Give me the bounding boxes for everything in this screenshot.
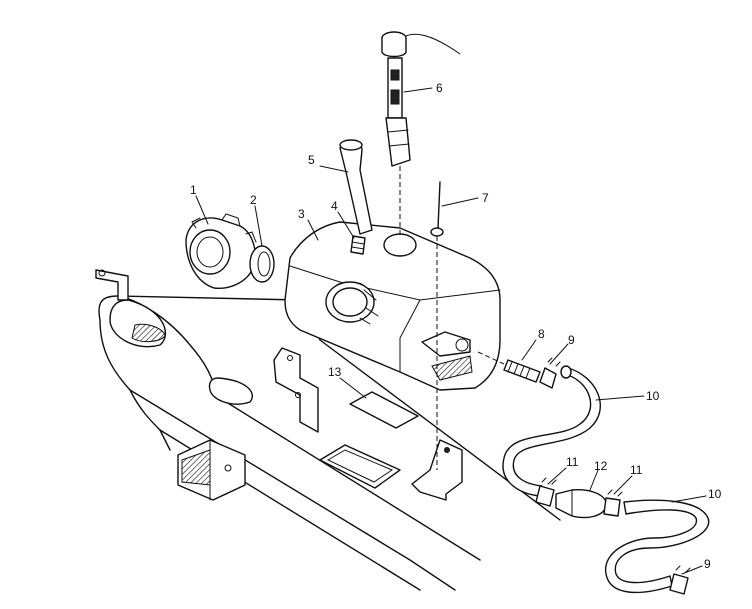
callout-3: 3	[298, 207, 305, 221]
callout-5: 5	[308, 153, 315, 167]
callout-9-upper: 9	[568, 333, 575, 347]
callout-4: 4	[331, 199, 338, 213]
callout-1: 1	[190, 183, 197, 197]
callout-labels: 1 2 3 4 5 6 7 8 9 10 11 12 11 10 9 13	[190, 81, 722, 571]
leader-lines	[195, 87, 707, 575]
hose-clamp-filter-left	[535, 477, 557, 507]
gas-cap	[185, 213, 257, 289]
callout-8: 8	[538, 327, 545, 341]
callout-10-lower: 10	[708, 487, 722, 501]
callout-13: 13	[328, 365, 342, 379]
fuel-gauge-sender	[381, 31, 461, 236]
hose-clamp-lower	[669, 565, 691, 595]
tank-rod	[430, 181, 444, 470]
callout-11-left: 11	[566, 455, 579, 469]
fuel-tank	[284, 221, 501, 391]
tank-pad	[349, 391, 419, 429]
frame-chassis	[95, 269, 561, 591]
callout-2: 2	[250, 193, 257, 207]
hose-clamp-filter-right	[603, 489, 623, 517]
callout-12: 12	[594, 459, 608, 473]
cap-gasket	[249, 245, 275, 283]
vent-fitting	[350, 235, 366, 255]
inline-fuel-filter	[555, 489, 607, 519]
callout-10-upper: 10	[646, 389, 660, 403]
callout-9-lower: 9	[704, 557, 711, 571]
callout-7: 7	[482, 191, 489, 205]
vent-hose	[339, 139, 373, 235]
callout-6: 6	[436, 81, 443, 95]
fuel-hose-lower	[605, 499, 710, 594]
hose-clamp-upper	[539, 357, 561, 389]
callout-11-right: 11	[630, 463, 643, 477]
outlet-fitting	[477, 351, 541, 383]
